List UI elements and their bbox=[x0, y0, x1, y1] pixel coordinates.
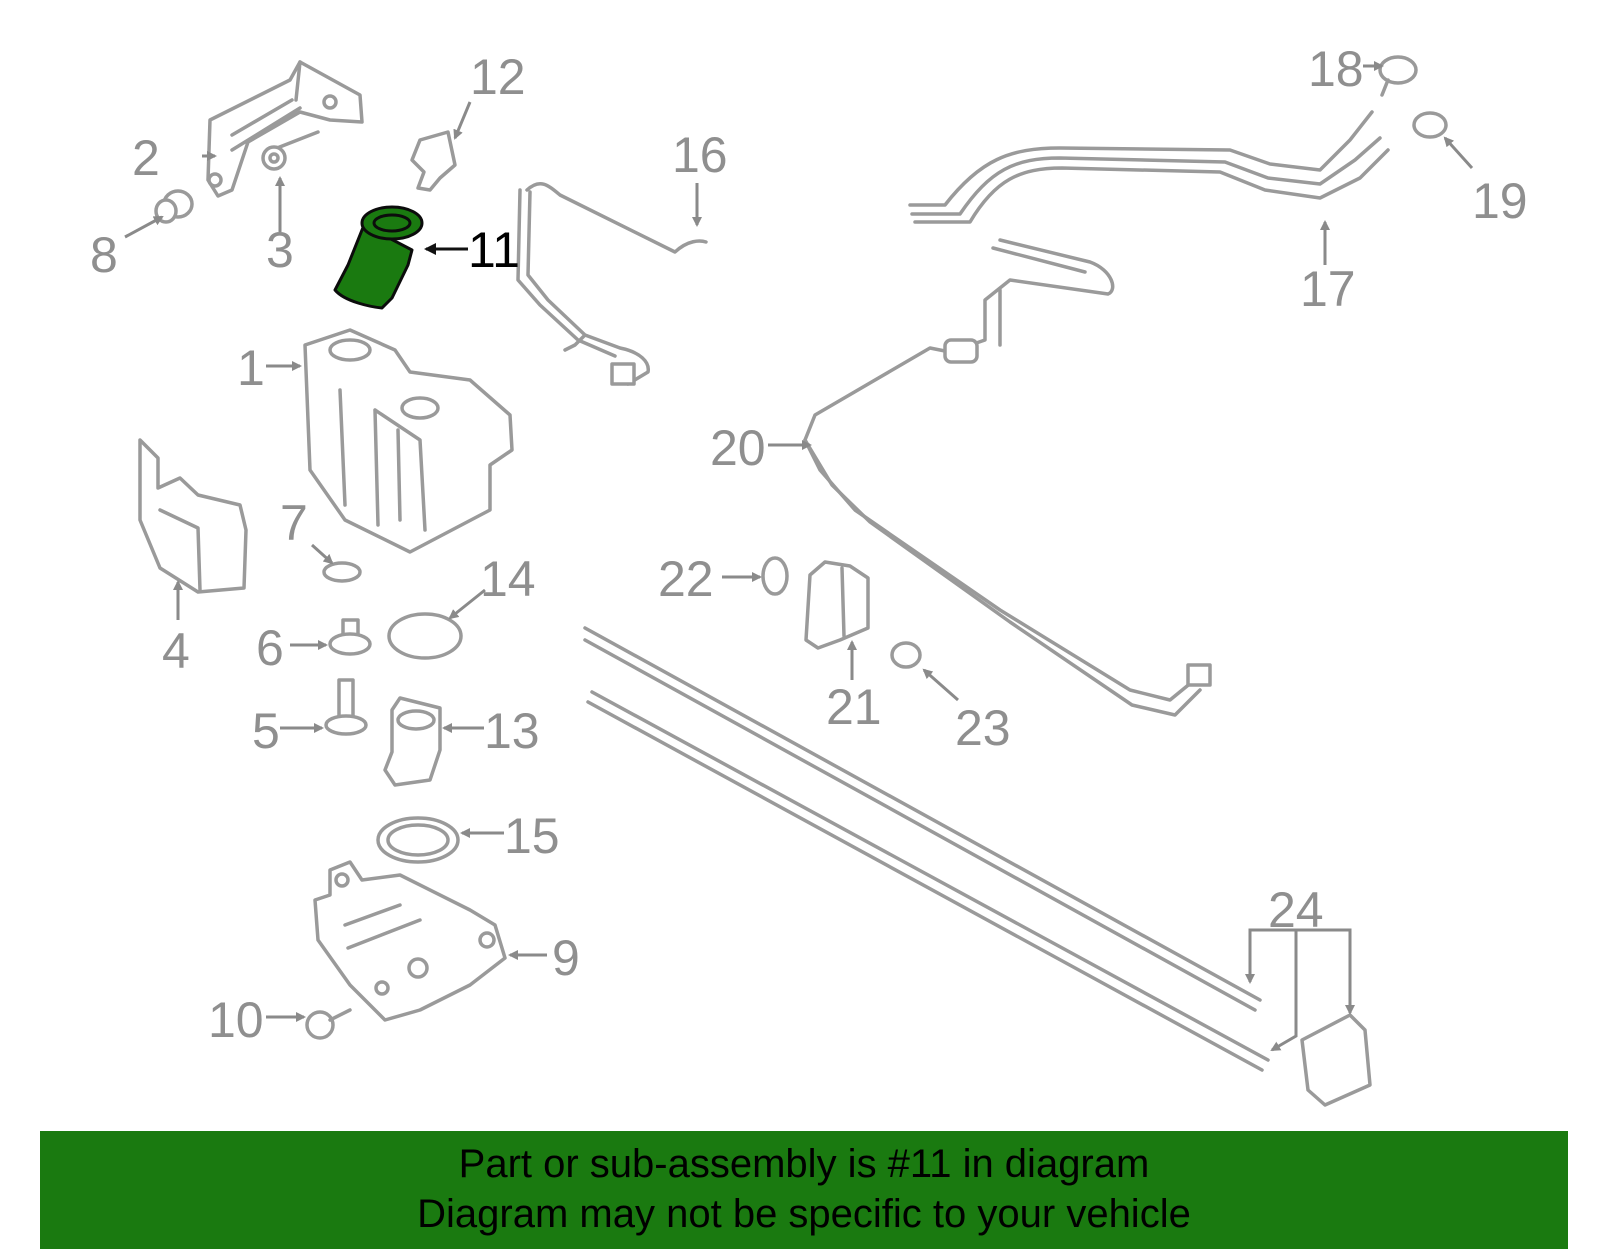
part-13-pump bbox=[383, 696, 442, 787]
part-5-bolt bbox=[324, 678, 368, 736]
callout-7: 7 bbox=[280, 495, 308, 551]
part-6-bolt bbox=[328, 618, 372, 656]
callout-20: 20 bbox=[710, 420, 766, 476]
callout-10: 10 bbox=[208, 992, 264, 1048]
part-4-shield bbox=[138, 438, 248, 594]
part-8-grommet bbox=[154, 189, 194, 224]
callout-17: 17 bbox=[1300, 261, 1356, 317]
callout-5: 5 bbox=[252, 703, 280, 759]
callout-21: 21 bbox=[826, 679, 882, 735]
banner-part-note: Part or sub-assembly is #11 in diagram bbox=[458, 1142, 1150, 1186]
part-17-lines bbox=[908, 110, 1390, 224]
callout-1: 1 bbox=[237, 340, 265, 396]
callout-8: 8 bbox=[90, 227, 118, 283]
part-9-plate bbox=[313, 860, 507, 1022]
part-22-oring bbox=[761, 556, 789, 596]
callout-24: 24 bbox=[1268, 882, 1324, 938]
callout-6: 6 bbox=[256, 620, 284, 676]
part-7-oring bbox=[322, 561, 362, 583]
callout-19: 19 bbox=[1472, 173, 1528, 229]
callout-13: 13 bbox=[484, 703, 540, 759]
callout-23: 23 bbox=[955, 700, 1011, 756]
info-banner: Part or sub-assembly is #11 in diagram D… bbox=[40, 1131, 1568, 1249]
callout-15: 15 bbox=[504, 808, 560, 864]
part-3-bolt bbox=[261, 130, 320, 171]
part-1-tank bbox=[303, 328, 514, 554]
callout-16: 16 bbox=[672, 127, 728, 183]
part-10-bolt bbox=[305, 1008, 352, 1040]
callout-4: 4 bbox=[162, 623, 190, 679]
part-2-bracket bbox=[206, 60, 364, 198]
part-21-canister bbox=[804, 560, 870, 650]
part-23-plug bbox=[890, 641, 922, 669]
callout-18: 18 bbox=[1308, 41, 1364, 97]
part-15-oring bbox=[376, 816, 460, 864]
callout-22: 22 bbox=[658, 551, 714, 607]
part-24-rods bbox=[583, 626, 1372, 1107]
callout-2: 2 bbox=[132, 130, 160, 186]
part-19-grommet bbox=[1412, 111, 1448, 139]
callout-11: 11 bbox=[468, 222, 520, 278]
callout-labels: 2 3 8 12 11 16 18 19 17 1 20 4 7 14 6 22… bbox=[90, 41, 1528, 1048]
callout-12: 12 bbox=[470, 49, 526, 105]
callout-3: 3 bbox=[266, 222, 294, 278]
part-20-pipe bbox=[803, 238, 1212, 717]
banner-disclaimer: Diagram may not be specific to your vehi… bbox=[417, 1192, 1191, 1236]
part-16-pipe bbox=[516, 181, 708, 386]
callout-9: 9 bbox=[552, 930, 580, 986]
part-11-highlighted bbox=[333, 205, 424, 310]
leader-lines bbox=[124, 61, 1474, 1052]
part-12-clip bbox=[410, 130, 457, 192]
part-18-screw bbox=[1378, 55, 1418, 97]
part-14-oring bbox=[387, 612, 463, 660]
callout-14: 14 bbox=[480, 551, 536, 607]
